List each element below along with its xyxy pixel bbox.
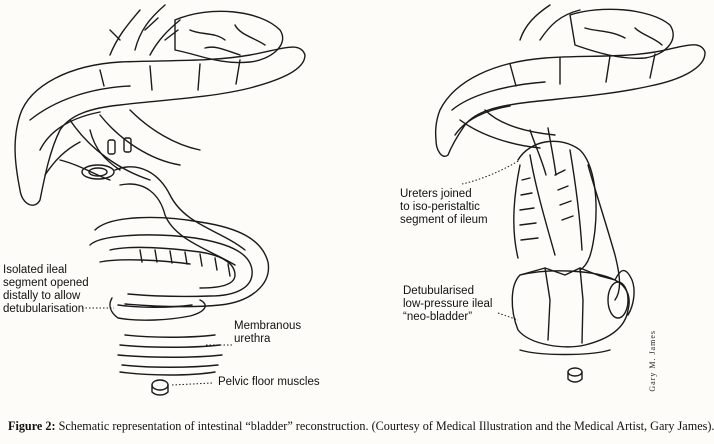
left-anatomy-drawing: [14, 4, 306, 396]
label-pelvic-floor-muscles: Pelvic floor muscles: [218, 376, 320, 388]
figure-caption: Figure 2: Schematic representation of in…: [8, 419, 714, 434]
left-illustration: [0, 0, 360, 410]
caption-text: Schematic representation of intestinal “…: [55, 419, 714, 433]
label-neo-bladder: Detubularised low-pressure ileal “neo-bl…: [403, 285, 493, 323]
artist-signature: Gary M. James: [648, 330, 657, 392]
caption-prefix: Figure 2:: [8, 419, 56, 433]
right-anatomy-drawing: [434, 4, 706, 383]
label-membranous-urethra: Membranous urethra: [234, 320, 302, 345]
label-ureters-joined: Ureters joined to iso-peristaltic segmen…: [400, 188, 488, 226]
label-isolated-ileal-segment: Isolated ileal segment opened distally t…: [3, 264, 89, 315]
right-illustration: [370, 0, 714, 410]
